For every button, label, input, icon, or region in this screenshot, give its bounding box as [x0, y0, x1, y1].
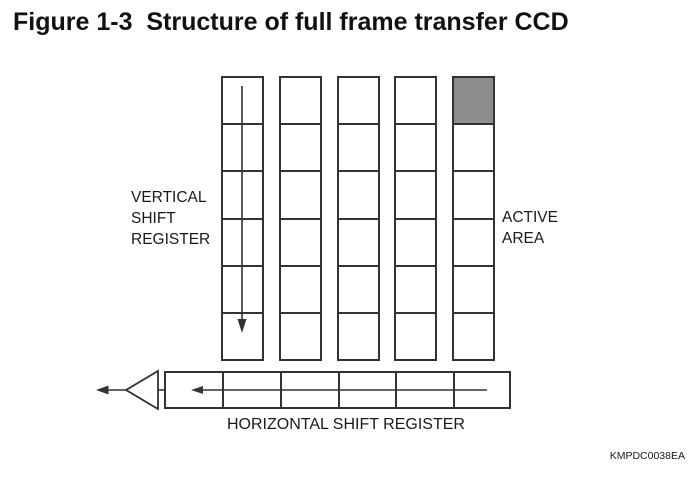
grid-cell: [454, 311, 493, 359]
grid-cell: [281, 264, 320, 312]
grid-cell: [396, 311, 435, 359]
figure-title: Figure 1-3 Structure of full frame trans…: [13, 8, 569, 36]
grid-cell: [281, 123, 320, 170]
horizontal-transfer-arrow-icon: [191, 386, 487, 394]
vertical-transfer-arrow-icon: [237, 86, 247, 333]
grid-cell: [339, 264, 378, 312]
grid-cell: [454, 217, 493, 265]
grid-cell: [454, 123, 493, 170]
grid-cell: [281, 170, 320, 217]
grid-cell: [339, 170, 378, 217]
output-amplifier-icon: [96, 369, 165, 411]
grid-cell: [339, 311, 378, 359]
vertical-shift-column: [337, 76, 380, 361]
vertical-shift-column: [452, 76, 495, 361]
part-number-code: KMPDC0038EA: [609, 450, 685, 462]
grid-cell: [339, 217, 378, 265]
grid-cell: [454, 170, 493, 217]
grid-cell: [281, 311, 320, 359]
grid-cell: [396, 264, 435, 312]
grid-cell: [281, 78, 320, 123]
grid-cell: [454, 264, 493, 312]
active-area-label: ACTIVE AREA: [502, 209, 558, 247]
horizontal-shift-register-label: HORIZONTAL SHIFT REGISTER: [227, 416, 465, 433]
vertical-shift-column: [279, 76, 322, 361]
grid-cell: [339, 78, 378, 123]
grid-cell: [396, 123, 435, 170]
highlighted-cell: [454, 78, 493, 124]
active-area-grid: [221, 76, 495, 361]
grid-cell: [396, 170, 435, 217]
vertical-shift-register-label: VERTICAL SHIFT REGISTER: [131, 189, 211, 248]
vertical-shift-column: [394, 76, 437, 361]
grid-cell: [339, 123, 378, 170]
grid-cell: [396, 78, 435, 123]
output-arrow-icon: [96, 385, 126, 395]
grid-cell: [281, 217, 320, 265]
grid-cell: [396, 217, 435, 265]
